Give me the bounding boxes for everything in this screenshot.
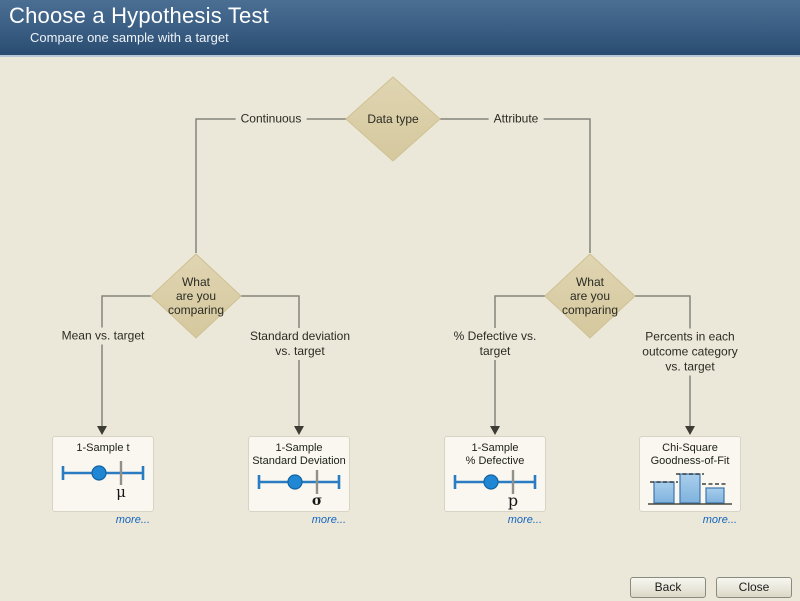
connector-stdev-leaf bbox=[241, 295, 300, 426]
diamond-label-comparing-left: What are you comparing bbox=[167, 275, 225, 317]
p-symbol: p bbox=[507, 490, 519, 510]
connector-defective-leaf bbox=[494, 295, 545, 426]
connector-continuous-branch bbox=[195, 118, 346, 253]
page-title: Choose a Hypothesis Test bbox=[9, 3, 269, 28]
card-title: 1-Sample t bbox=[76, 442, 130, 454]
more-link-1-sample-stdev[interactable]: more... bbox=[311, 514, 346, 526]
number-line-icon bbox=[257, 469, 341, 494]
arrow-down-icon bbox=[294, 426, 304, 435]
dialog-header: Choose a Hypothesis Test Compare one sam… bbox=[0, 0, 800, 57]
tree-connectors bbox=[101, 118, 691, 426]
number-line-proportion-icon: p bbox=[451, 469, 539, 511]
more-link-1-sample-t[interactable]: more... bbox=[115, 514, 150, 526]
card-title: Chi-Square Goodness-of-Fit bbox=[650, 442, 730, 467]
arrow-down-icon bbox=[685, 426, 695, 435]
bar-chart-icon bbox=[648, 473, 732, 505]
card-1-sample-defective[interactable]: 1-Sample % Defective p bbox=[444, 436, 546, 512]
arrow-down-icon bbox=[97, 426, 107, 435]
card-chi-square-gof[interactable]: Chi-Square Goodness-of-Fit bbox=[639, 436, 741, 512]
leaf-label-defective-vs-target: % Defective vs. target bbox=[448, 328, 542, 360]
branch-label-continuous: Continuous bbox=[235, 110, 307, 128]
diamond-label-comparing-right: What are you comparing bbox=[561, 275, 619, 317]
number-line-stdev-icon: σ bbox=[255, 469, 343, 511]
arrowheads bbox=[97, 426, 695, 435]
diamond-label-data-type: Data type bbox=[367, 112, 419, 126]
connector-attribute-branch bbox=[440, 118, 591, 253]
leaf-label-percents-vs-target: Percents in each outcome category vs. ta… bbox=[637, 328, 743, 376]
more-link-1-sample-defective[interactable]: more... bbox=[507, 514, 542, 526]
more-link-chi-square[interactable]: more... bbox=[702, 514, 737, 526]
card-title: 1-Sample % Defective bbox=[465, 442, 525, 467]
sigma-symbol: σ bbox=[311, 492, 323, 509]
back-button[interactable]: Back bbox=[630, 577, 706, 598]
leaf-label-mean-vs-target: Mean vs. target bbox=[56, 327, 150, 345]
card-1-sample-stdev[interactable]: 1-Sample Standard Deviation σ bbox=[248, 436, 350, 512]
branch-label-attribute: Attribute bbox=[488, 110, 544, 128]
mu-symbol: μ bbox=[116, 483, 126, 501]
number-line-icon bbox=[453, 469, 537, 494]
close-button[interactable]: Close bbox=[716, 577, 792, 598]
leaf-label-stdev-vs-target: Standard deviation vs. target bbox=[244, 328, 356, 360]
connector-mean-leaf bbox=[101, 295, 151, 426]
card-1-sample-t[interactable]: 1-Sample t μ bbox=[52, 436, 154, 512]
card-title: 1-Sample Standard Deviation bbox=[252, 442, 346, 467]
page-subtitle: Compare one sample with a target bbox=[30, 30, 229, 45]
chi-square-bars-icon bbox=[646, 468, 734, 512]
number-line-icon bbox=[61, 461, 145, 485]
number-line-mean-icon: μ bbox=[59, 460, 147, 506]
arrow-down-icon bbox=[490, 426, 500, 435]
